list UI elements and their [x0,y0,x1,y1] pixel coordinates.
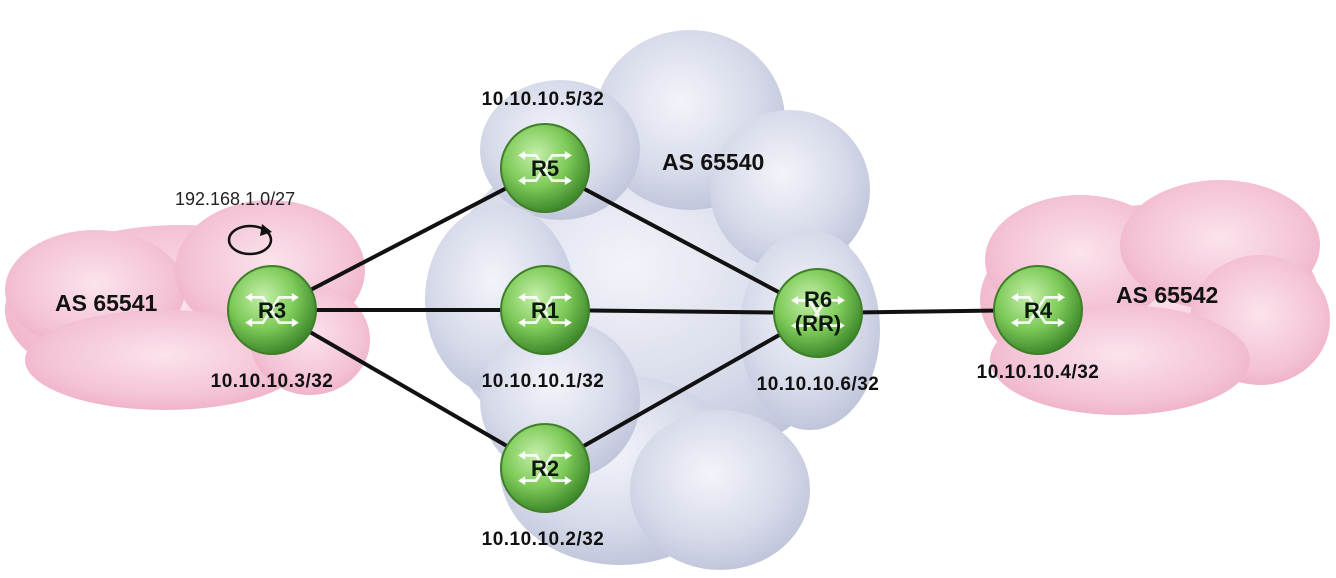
as65540-label: AS 65540 [662,149,764,175]
router-ip-label: 10.10.10.6/32 [757,374,880,395]
router-ip-label: 10.10.10.3/32 [211,371,334,392]
router-role: (RR) [795,311,841,336]
router-ip-label: 10.10.10.5/32 [482,89,605,110]
link-r1-r6 [544,308,819,315]
router-ip-label: 10.10.10.1/32 [482,371,605,392]
as65541-label: AS 65541 [55,290,158,316]
router-ip-label: 10.10.10.4/32 [977,362,1100,383]
router-name: R6 [804,287,832,312]
link-r2-r6 [544,311,819,470]
prefix-annotation: 192.168.1.0/27 [175,189,295,256]
router-name: R5 [531,156,559,181]
prefix-loop-icon [227,224,273,256]
as65540-cloud [425,30,880,570]
router-r2[interactable]: R2 10.10.10.2/32 [482,423,605,550]
link-r3-r2 [270,308,547,470]
router-r4[interactable]: R4 10.10.10.4/32 [977,265,1100,383]
router-r3[interactable]: R3 10.10.10.3/32 [211,265,334,392]
router-r1[interactable]: R1 10.10.10.1/32 [482,265,605,392]
router-ip-label: 10.10.10.2/32 [482,529,605,550]
link-r5-r6 [544,166,819,315]
as65542-label: AS 65542 [1116,282,1218,308]
router-name: R4 [1024,298,1053,323]
link-r3-r5 [271,166,546,312]
router-r5[interactable]: R5 10.10.10.5/32 [482,89,605,213]
prefix-label: 192.168.1.0/27 [175,189,295,209]
router-r6[interactable]: R6(RR) 10.10.10.6/32 [757,268,880,395]
as-labels: AS 65541 AS 65540 AS 65542 [55,149,1218,316]
router-name: R1 [531,298,559,323]
prefix-loop-arrowhead [260,224,272,236]
router-name: R3 [258,298,286,323]
router-name: R2 [531,456,559,481]
